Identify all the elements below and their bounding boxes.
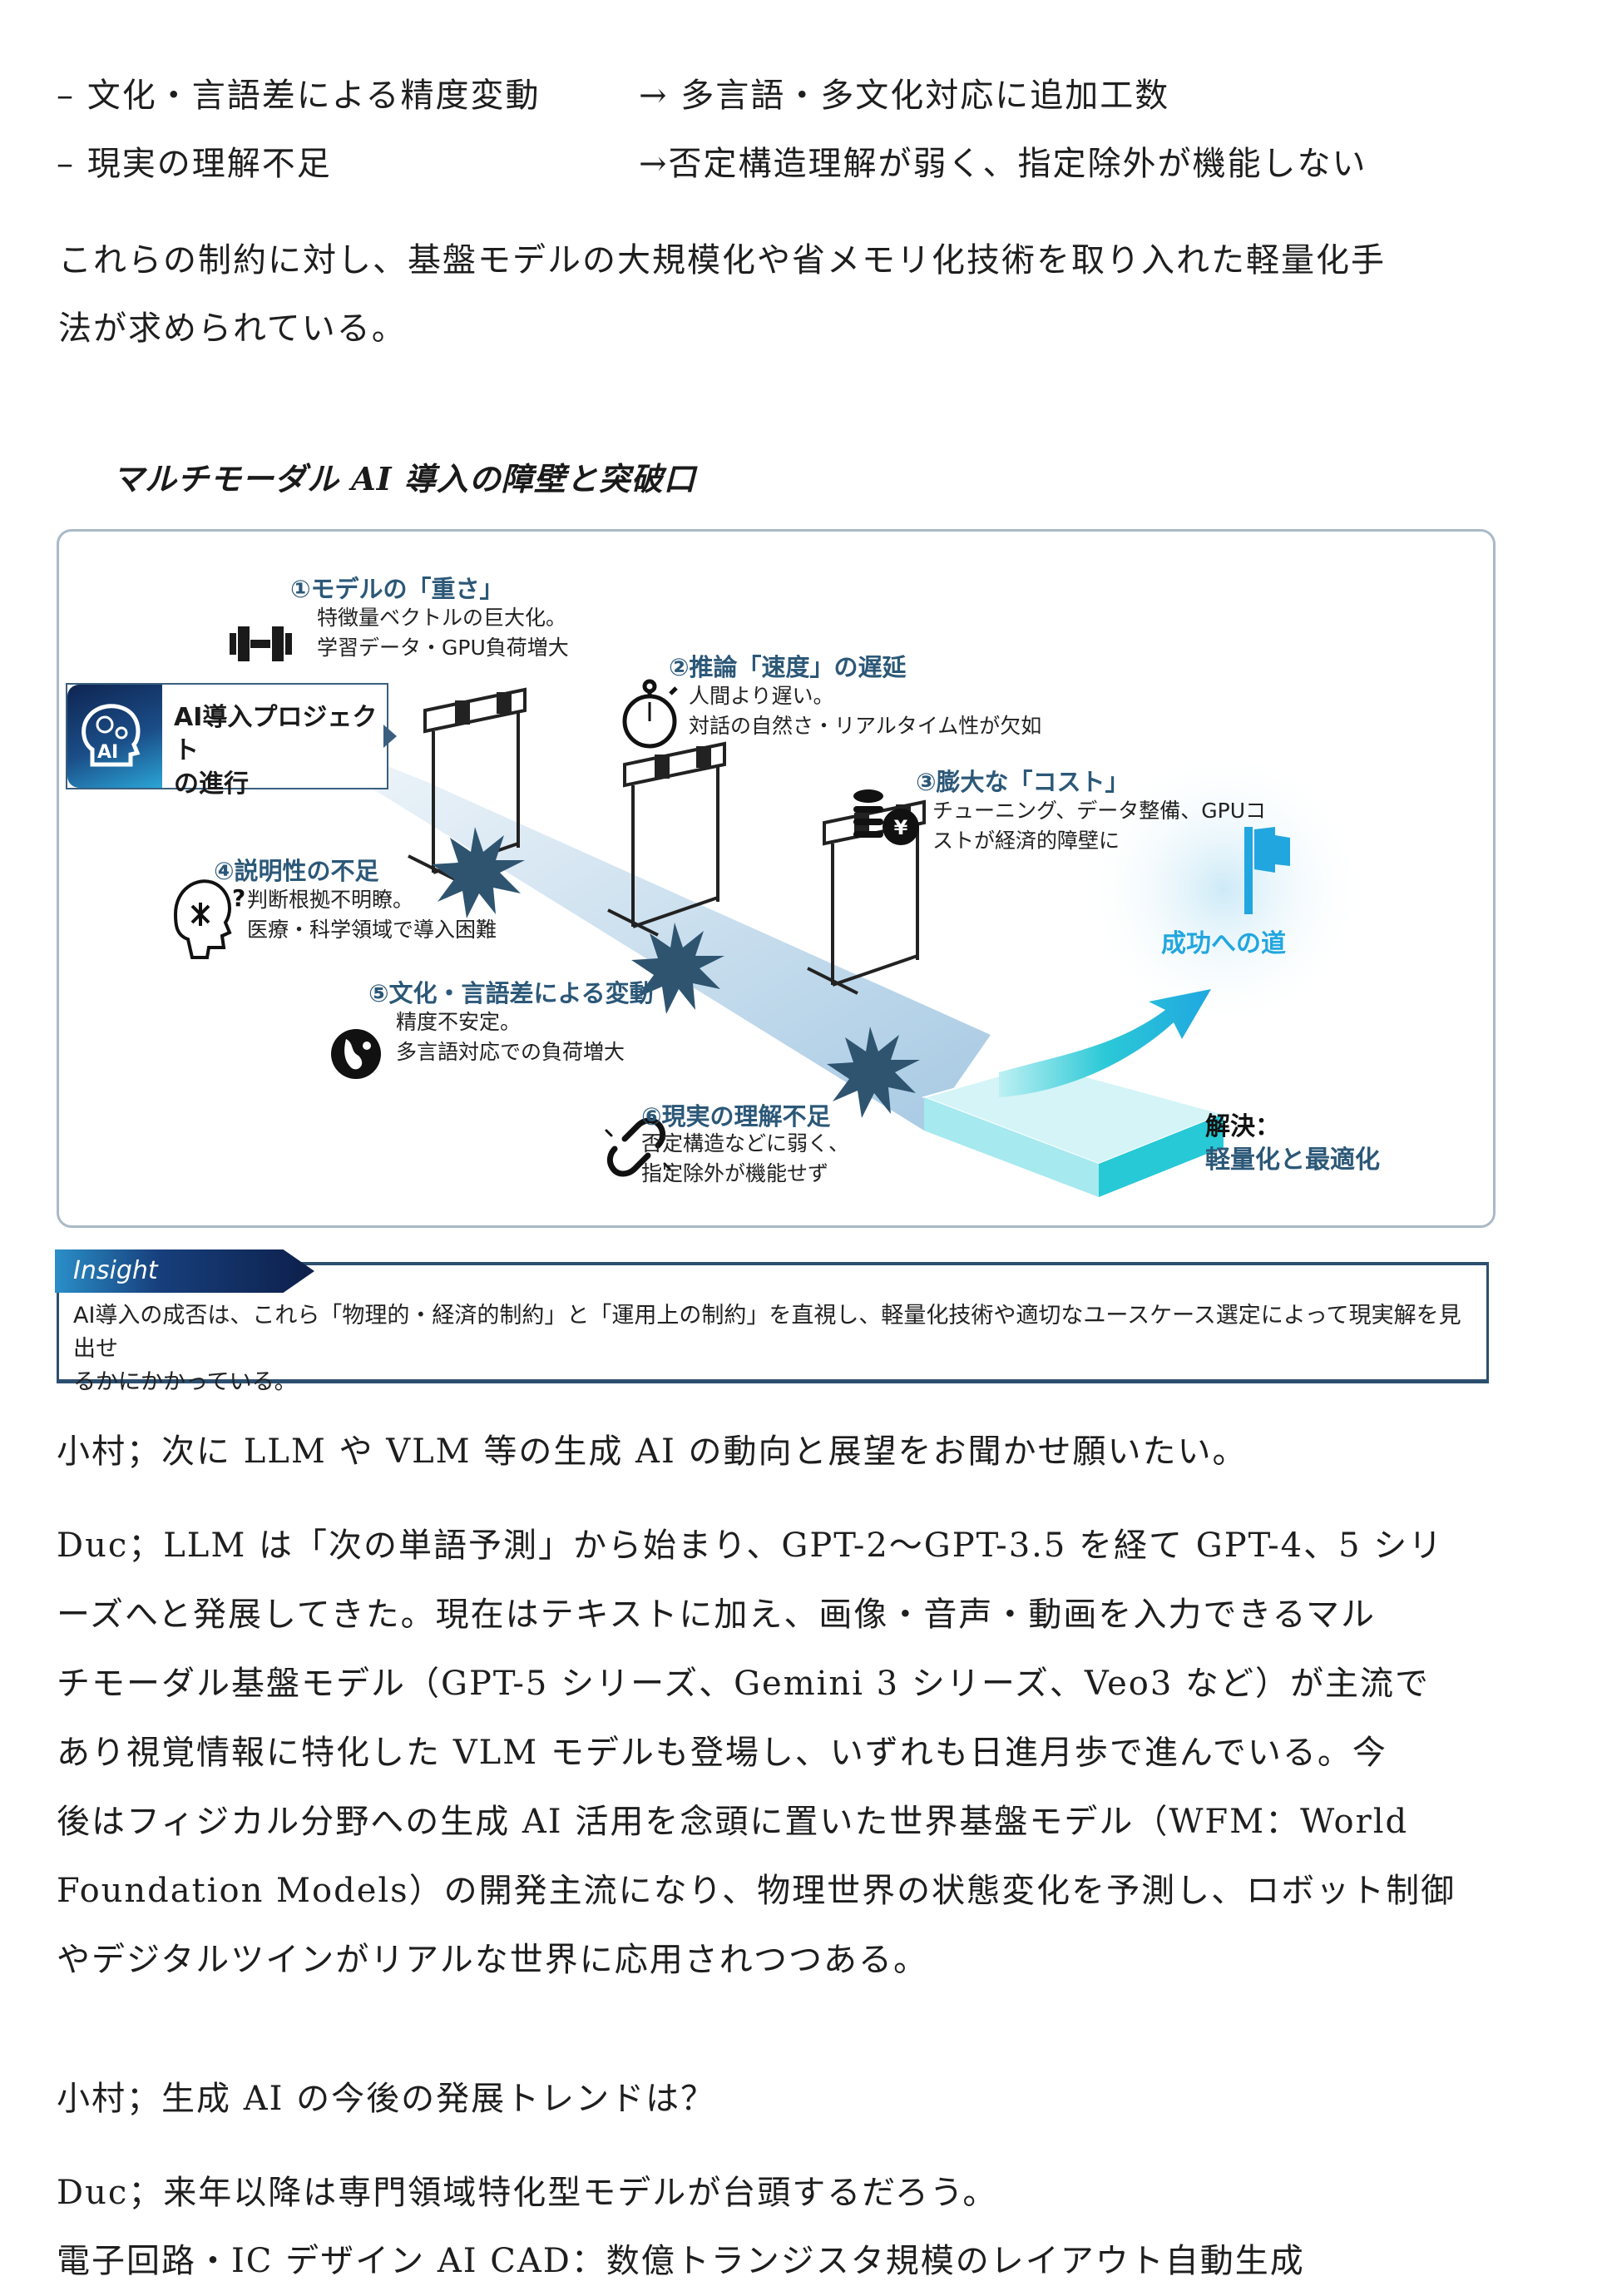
obstacle-4-title: ④説明性の不足	[214, 857, 379, 885]
dialogue-duc-line: あり視覚情報に特化した VLM モデルも登場し、いずれも日進月歩で進んでいる。今	[57, 1734, 1387, 1772]
solution-label: 解決：	[1205, 1112, 1280, 1141]
paragraph-line: 法が求められている。	[58, 309, 407, 348]
obstacle-1-title: ①モデルの「重さ」	[290, 575, 504, 603]
obstacle-3-title: ③膨大な「コスト」	[916, 768, 1130, 796]
head-question-icon: ?	[173, 879, 245, 959]
insight-tab-label: Insight	[73, 1256, 158, 1285]
obstacle-4-desc: 判断根拠不明瞭。医療・科学領域で導入困難	[247, 888, 497, 942]
ai-head-icon: AI	[67, 685, 162, 788]
obstacle-1-desc: 特徴量ベクトルの巨大化。学習データ・GPU負荷増大	[317, 606, 569, 660]
figure-caption: マルチモーダル AI 導入の障壁と突破口	[112, 460, 696, 497]
dumbbell-icon	[230, 626, 292, 661]
list-item-left: – 現実の理解不足	[57, 145, 332, 183]
dialogue-komura-2: 小村；生成 AI の今後の発展トレンドは？	[57, 2080, 716, 2118]
obstacle-5-title: ⑤文化・言語差による変動	[368, 979, 654, 1007]
dialogue-duc-line: チモーダル基盤モデル（GPT-5 シリーズ、Gemini 3 シリーズ、Veo3…	[57, 1665, 1430, 1703]
flag-pole	[1244, 827, 1253, 914]
burst-1	[432, 827, 525, 918]
globe-icon	[331, 1029, 381, 1079]
diagram-panel: ¥ ? AI AI導入プロジェク	[57, 529, 1496, 1228]
flag-icon	[1254, 827, 1290, 873]
list-item-left: – 文化・言語差による精度変動	[57, 77, 541, 115]
obstacle-6-desc: 否定構造などに弱く、指定除外が機能せず	[641, 1131, 850, 1185]
dialogue-list-item: 電子回路・IC デザイン AI CAD：数億トランジスタ規模のレイアウト自動生成	[57, 2242, 1305, 2280]
svg-text:AI: AI	[97, 742, 118, 763]
paragraph-line: これらの制約に対し、基盤モデルの大規模化や省メモリ化技術を取り入れた軽量化手	[58, 241, 1386, 280]
yen-coins-icon: ¥	[853, 789, 919, 845]
stopwatch-icon	[622, 679, 678, 749]
dialogue-komura-1: 小村；次に LLM や VLM 等の生成 AI の動向と展望をお聞かせ願いたい。	[57, 1433, 1248, 1471]
burst-3	[827, 1027, 920, 1118]
burst-2	[631, 923, 724, 1014]
obstacle-2-desc: 人間より遅い。対話の自然さ・リアルタイム性が欠如	[689, 684, 1042, 738]
svg-text:?: ?	[232, 884, 245, 912]
obstacle-6-title: ⑥現実の理解不足	[641, 1102, 831, 1131]
insight-tab: Insight	[55, 1249, 314, 1293]
obstacle-2-title: ②推論「速度」の遅延	[669, 653, 907, 681]
list-item-right: → 多言語・多文化対応に追加工数	[639, 77, 1170, 115]
dialogue-duc-line: Foundation Models）の開発主流になり、物理世界の状態変化を予測し…	[57, 1872, 1456, 1910]
solution-value: 軽量化と最適化	[1205, 1146, 1380, 1175]
dialogue-duc-line: ーズへと発展してきた。現在はテキストに加え、画像・音声・動画を入力できるマル	[57, 1596, 1376, 1634]
obstacle-5-desc: 精度不安定。多言語対応での負荷増大	[396, 1010, 625, 1064]
path-band: ¥ ?	[173, 626, 1365, 1197]
success-label: 成功への道	[1161, 929, 1286, 958]
insight-text: AI導入の成否は、これら「物理的・経済的制約」と「運用上の制約」を直視し、軽量化…	[73, 1303, 1461, 1395]
dialogue-duc-line: やデジタルツインがリアルな世界に応用されつつある。	[57, 1941, 928, 1979]
ai-project-pointer	[383, 725, 397, 748]
ai-project-box: AI AI導入プロジェクト の進行	[66, 683, 388, 799]
dialogue-duc-line: 後はフィジカル分野への生成 AI 活用を念頭に置いた世界基盤モデル（WFM：Wo…	[57, 1803, 1409, 1841]
broken-link-icon	[605, 1117, 671, 1177]
hurdle-1	[408, 687, 527, 883]
obstacle-3-desc: チューニング、データ整備、GPUコストが経済的障壁に	[932, 799, 1266, 853]
svg-text:¥: ¥	[894, 816, 908, 839]
dialogue-duc-2: Duc；来年以降は専門領域特化型モデルが台頭するだろう。	[57, 2174, 998, 2212]
ai-project-label: AI導入プロジェクト の進行	[174, 703, 378, 799]
hurdle-2	[607, 741, 726, 937]
dialogue-duc-line: Duc；LLM は「次の単語予測」から始まり、GPT-2～GPT-3.5 を経て…	[57, 1527, 1444, 1565]
list-item-right: →否定構造理解が弱く、指定除外が機能しない	[639, 145, 1367, 183]
